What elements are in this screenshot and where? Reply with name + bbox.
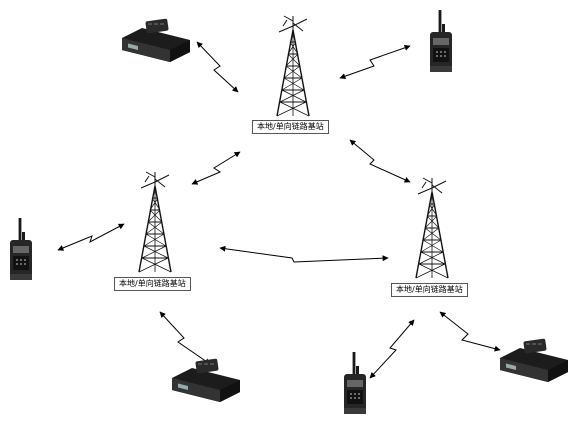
- link-top-to-right: [349, 139, 411, 183]
- link-mobile-bottom-right-to-right: [439, 311, 501, 352]
- link-handheld-top-right-to-top: [339, 44, 411, 80]
- link-top-to-left: [191, 151, 241, 185]
- station-label-left: 本地/单向链路基站: [114, 277, 191, 291]
- link-mobile-bottom-left-to-left: [159, 311, 211, 365]
- link-handheld-left-to-left: [57, 223, 125, 251]
- station-label-right: 本地/单向链路基站: [391, 283, 468, 297]
- handheld-radio-icon: [10, 218, 32, 280]
- station-label-top: 本地/单向链路基站: [252, 120, 329, 134]
- link-left-to-right: [219, 245, 389, 263]
- handheld-radio-icon: [344, 352, 366, 414]
- mobile-radio-icon: [499, 338, 569, 383]
- antenna-tower-icon: [138, 171, 172, 273]
- link-handheld-bottom-to-right: [369, 319, 415, 379]
- mobile-radio-icon: [171, 358, 241, 403]
- handheld-radio-icon: [430, 10, 452, 72]
- antenna-tower-icon: [415, 177, 449, 279]
- radio-links: [57, 41, 501, 379]
- mobile-radio-icon: [121, 18, 191, 63]
- antenna-tower-icon: [276, 15, 310, 117]
- link-mobile-top-left-to-top: [196, 41, 239, 93]
